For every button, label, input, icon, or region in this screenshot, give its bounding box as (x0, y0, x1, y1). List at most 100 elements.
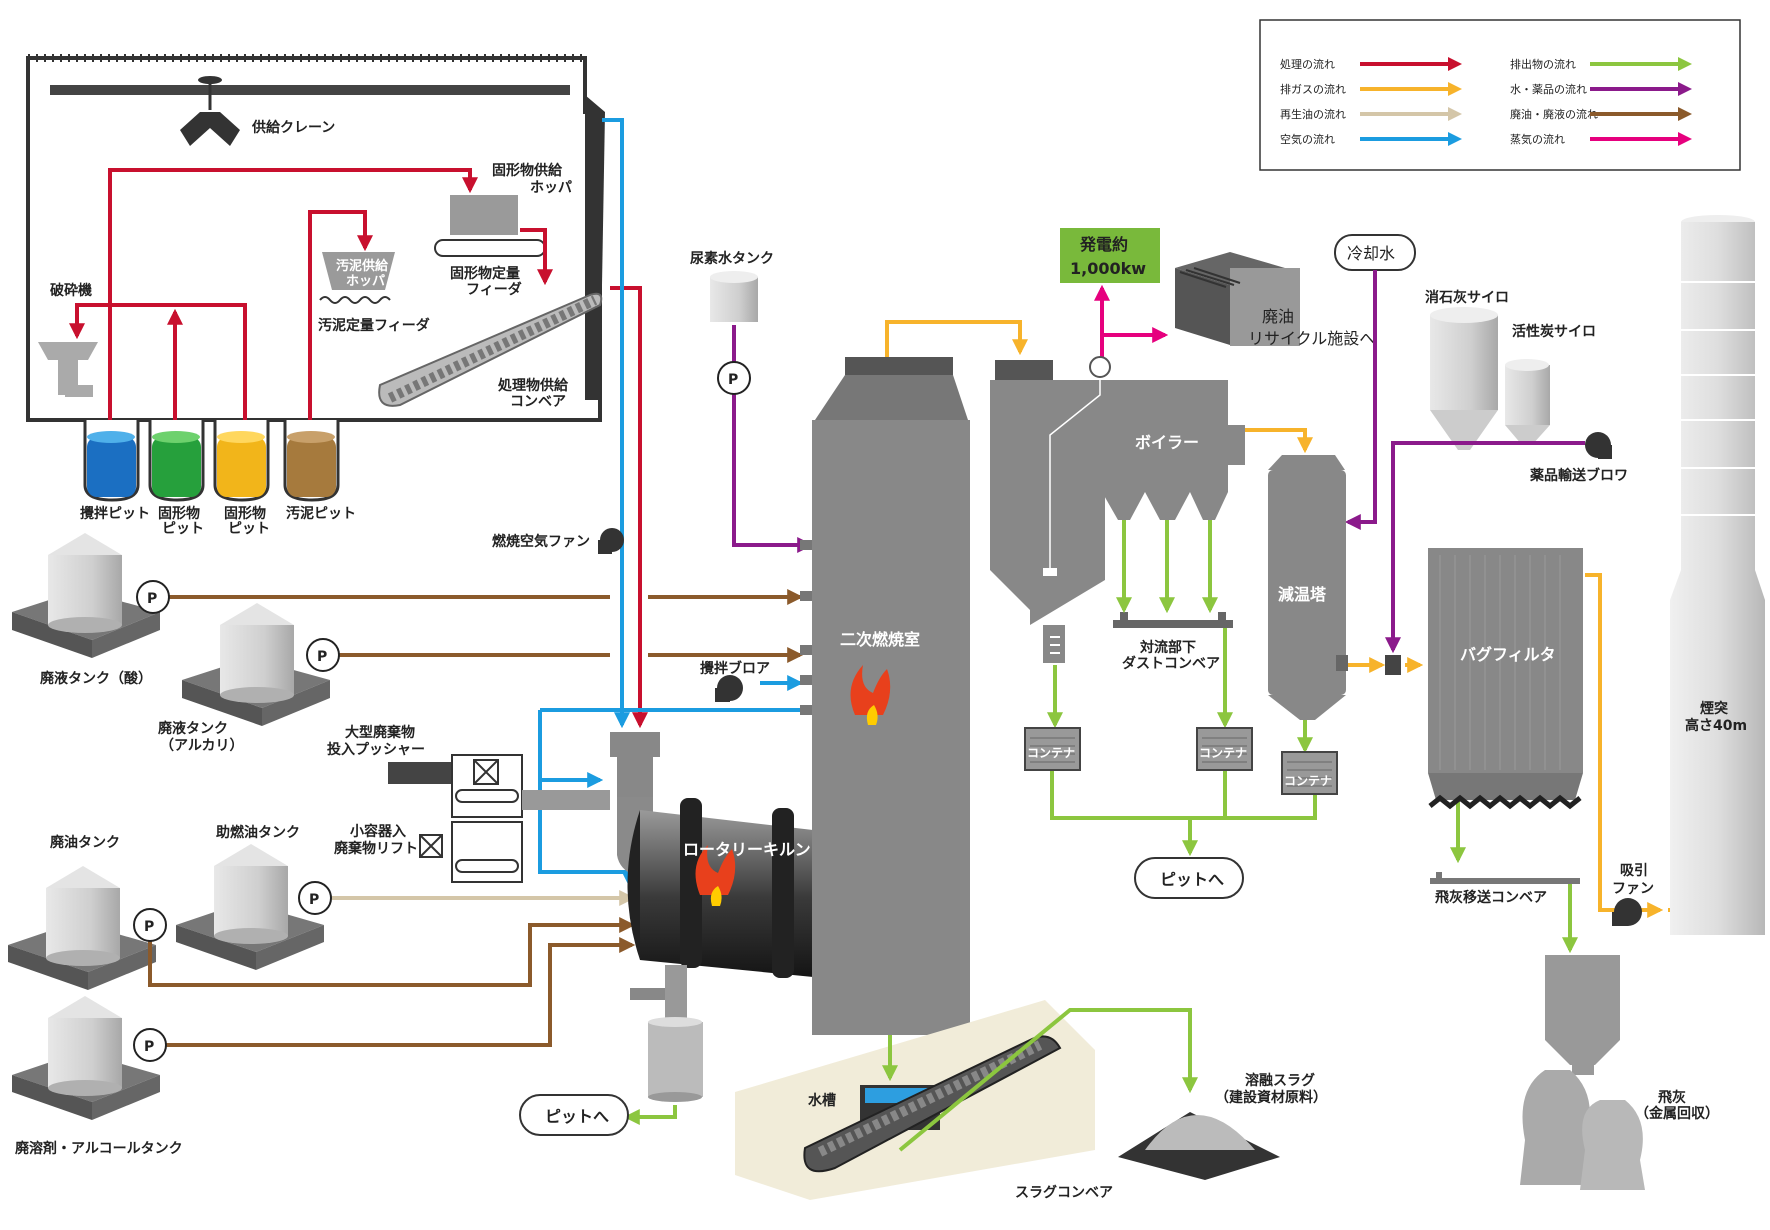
crusher-label: 破砕機 (50, 282, 92, 299)
suction-fan-icon (1612, 898, 1642, 926)
legend-arrow-icon-3 (1448, 132, 1462, 146)
slag-label-2: （建設資材原料） (1215, 1089, 1327, 1106)
conveyor-label-1: 処理物供給 (497, 377, 569, 394)
large-pusher-icon (388, 754, 610, 883)
carbon-silo-label: 活性炭サイロ (1512, 323, 1596, 340)
pump-alkali-label: P (317, 649, 327, 665)
pit-stir-icon (87, 437, 136, 497)
fly-ash-bags-icon (1520, 1070, 1645, 1190)
solid-feeder-label-1: 固形物定量 (450, 265, 520, 282)
pit-return-label-2: ピットへ (1160, 870, 1224, 889)
water-tank-label: 水槽 (808, 1092, 836, 1109)
pit-solid1-label-1: 固形物 (158, 505, 200, 522)
combustion-fan-label: 燃焼空気ファン (492, 533, 590, 550)
slag-conveyor-label: スラグコンベア (1015, 1184, 1113, 1201)
legend-arrow-icon-6 (1678, 107, 1692, 121)
solvent-tank-icon (12, 996, 160, 1120)
pump-aux-oil: P (298, 881, 332, 915)
steam-flow-lines (1094, 284, 1169, 365)
urea-flow-line (732, 325, 814, 553)
stir-blower-icon (715, 675, 743, 702)
pump-urea-label: P (728, 372, 738, 388)
legend-label-1: 排ガスの流れ (1280, 82, 1346, 96)
pit-return-label-1: ピットへ (545, 1107, 609, 1126)
container-label-2: コンテナ (1199, 746, 1247, 760)
urea-tank-icon (710, 271, 758, 322)
pit-solid2-label-1: 固形物 (224, 505, 266, 522)
slag-flow-line (898, 1008, 1198, 1152)
solid-hopper-label-1: 固形物供給 (492, 162, 563, 179)
slag-label-1: 溶融スラグ (1245, 1072, 1315, 1089)
acid-tank-icon (12, 533, 160, 658)
small-lift-label-1: 小容器入 (350, 823, 406, 840)
liquid-waste-flow-lines (168, 589, 804, 663)
chimney-label-2: 高さ40m (1685, 717, 1747, 734)
fly-ash-label-1: 飛灰 (1657, 1089, 1686, 1106)
legend-label-5: 水・薬品の流れ (1510, 82, 1587, 96)
pump-waste-oil-label: P (144, 919, 154, 935)
alkali-tank-label-2: （アルカリ） (160, 738, 243, 754)
combustion-fan-icon (598, 528, 624, 554)
pit-sludge-icon (287, 437, 336, 497)
acid-tank-label: 廃液タンク（酸） (40, 670, 152, 687)
sludge-hopper-icon (319, 252, 395, 304)
pit-stir-label: 攪拌ピット (80, 505, 150, 522)
dust-conveyor-icon (1113, 612, 1233, 628)
cooling-tower-label: 減温塔 (1278, 585, 1327, 604)
pump-aux-oil-label: P (309, 892, 319, 908)
cooling-tower-icon (1268, 455, 1348, 720)
alkali-tank-label-1: 廃液タンク (158, 720, 228, 737)
container-icon-1 (1024, 727, 1081, 771)
power-label-2: 1,000kw (1070, 259, 1146, 278)
fly-ash-hopper-icon (1545, 955, 1620, 1075)
pit-solid2-label-2: ピット (228, 521, 270, 537)
lime-silo-icon (1430, 307, 1498, 450)
power-badge (1060, 228, 1160, 283)
chemical-flow-line (1385, 441, 1585, 654)
building-enclosure (26, 54, 605, 422)
kiln-ash-flow-line (623, 1105, 677, 1125)
recycle-label-2: リサイクル施設へ (1248, 329, 1375, 348)
solid-feeder-label-2: フィーダ (466, 281, 522, 298)
sludge-hopper-label-2: ホッパ (346, 274, 385, 289)
sludge-feeder-label: 汚泥定量フィーダ (318, 317, 430, 334)
waste-oil-tank-label: 廃油タンク (50, 834, 120, 851)
pump-urea: P (717, 361, 751, 395)
legend-label-3: 空気の流れ (1280, 132, 1335, 146)
solvent-tank-label: 廃溶剤・アルコールタンク (15, 1140, 183, 1157)
bag-filter-icon (1428, 548, 1583, 810)
pump-solvent-label: P (144, 1039, 154, 1055)
boiler-icon (990, 360, 1245, 663)
power-label-1: 発電約 (1079, 235, 1128, 254)
legend-box (1259, 19, 1741, 171)
feed-conveyor-icon (378, 292, 603, 407)
pump-acid-label: P (147, 591, 157, 607)
legend-arrow-icon-1 (1448, 82, 1462, 96)
aux-oil-tank-label: 助燃油タンク (216, 824, 300, 841)
pump-alkali: P (306, 638, 340, 672)
legend-arrow-icon-5 (1678, 82, 1692, 96)
air-flow-lines (538, 118, 804, 889)
container-label-3: コンテナ (1284, 774, 1332, 788)
urea-tank-label: 尿素水タンク (690, 250, 774, 267)
legend-label-4: 排出物の流れ (1510, 57, 1576, 71)
lime-silo-label: 消石灰サイロ (1425, 289, 1509, 306)
pit-return-badge-1 (519, 1094, 629, 1136)
pit-return-badge-2 (1134, 857, 1244, 899)
pits (83, 420, 340, 502)
legend-arrow-icon-0 (1448, 57, 1462, 71)
container-icon-2 (1196, 727, 1253, 771)
legend-label-7: 蒸気の流れ (1510, 132, 1565, 146)
cooling-water-line (1344, 270, 1377, 530)
oil-flow-lines (148, 890, 636, 1047)
aux-oil-tank-icon (176, 844, 324, 970)
suction-fan-label-2: ファン (1612, 881, 1654, 897)
legend-label-6: 廃油・廃液の流れ (1510, 107, 1598, 121)
chem-blower-label: 薬品輸送ブロワ (1530, 467, 1628, 484)
dust-conveyor-label-1: 対流部下 (1139, 639, 1196, 656)
crane-label: 供給クレーン (251, 119, 335, 136)
crusher-icon (38, 342, 98, 397)
boiler-label: ボイラー (1135, 433, 1199, 452)
fly-ash-conveyor-icon (1430, 872, 1580, 884)
